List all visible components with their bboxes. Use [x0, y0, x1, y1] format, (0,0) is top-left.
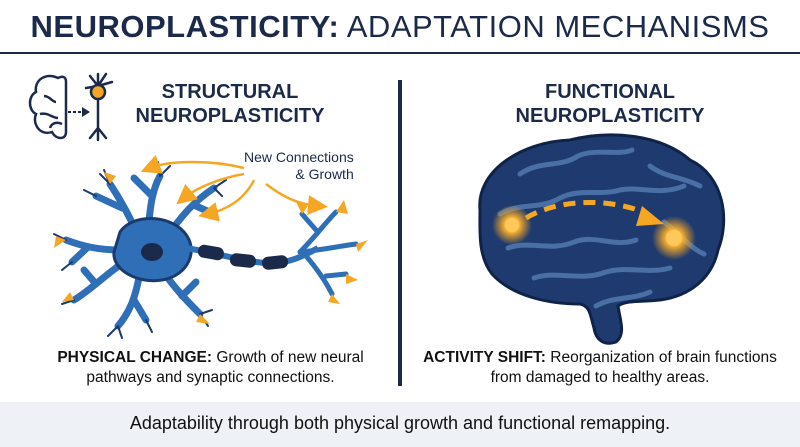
panel-divider [398, 80, 402, 386]
structural-caption-text: Growth of new neural pathways and synapt… [86, 349, 364, 386]
arrow-right-icon [68, 107, 90, 117]
structural-title-line1: STRUCTURAL [161, 81, 299, 103]
annotation-line2: & Growth [295, 166, 354, 182]
title-light: ADAPTATION MECHANISMS [346, 9, 770, 44]
structural-caption-bold: PHYSICAL CHANGE: [57, 349, 213, 366]
title-bar: NEUROPLASTICITY: ADAPTATION MECHANISMS [0, 0, 800, 54]
page-title: NEUROPLASTICITY: ADAPTATION MECHANISMS [0, 9, 800, 45]
brain-illustration [478, 133, 726, 345]
structural-title: STRUCTURAL NEUROPLASTICITY [130, 80, 330, 128]
functional-caption-text: Reorganization of brain functions from d… [490, 349, 777, 386]
neuron-illustration [53, 155, 368, 339]
growth-annotation: New Connections & Growth [244, 149, 354, 183]
functional-caption: ACTIVITY SHIFT: Reorganization of brain … [410, 348, 790, 388]
title-bold: NEUROPLASTICITY: [30, 9, 340, 44]
functional-title-line2: NEUROPLASTICITY [515, 105, 705, 127]
functional-title-line1: FUNCTIONAL [545, 81, 675, 103]
structural-caption: PHYSICAL CHANGE: Growth of new neural pa… [28, 348, 393, 388]
footer-bar: Adaptability through both physical growt… [0, 402, 800, 447]
brain-outline-icon [28, 74, 68, 140]
functional-title: FUNCTIONAL NEUROPLASTICITY [480, 80, 740, 128]
functional-caption-bold: ACTIVITY SHIFT: [423, 349, 546, 366]
structural-title-line2: NEUROPLASTICITY [135, 105, 325, 127]
footer-text: Adaptability through both physical growt… [129, 413, 671, 433]
neuron-icon [84, 72, 114, 142]
annotation-line1: New Connections [244, 149, 354, 165]
